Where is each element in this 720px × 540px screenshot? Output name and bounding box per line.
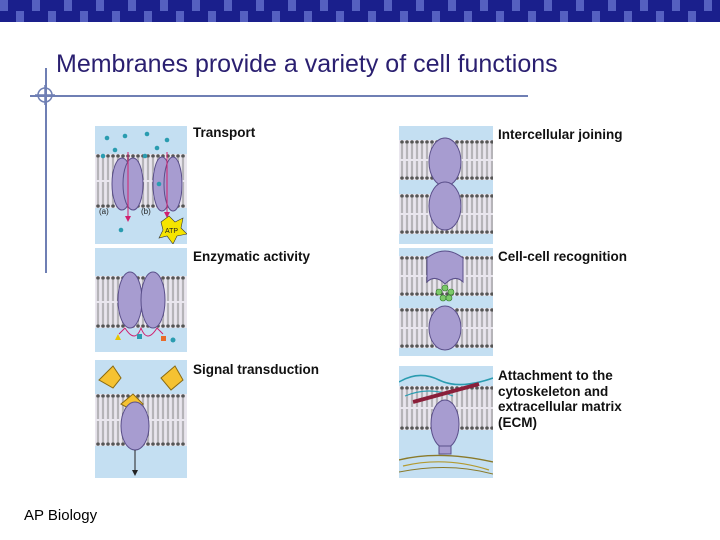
signal-transduction-label: Signal transduction bbox=[193, 362, 320, 377]
title-underline bbox=[30, 95, 528, 97]
intercellular-joining-illustration bbox=[399, 126, 493, 244]
enzymatic-activity-label: Enzymatic activity bbox=[193, 249, 311, 264]
ecm-attachment-label: Attachment to the cytoskeleton and extra… bbox=[498, 368, 622, 430]
atp-badge: ATP bbox=[165, 228, 178, 235]
ecm-label-line-3: extracellular matrix bbox=[498, 399, 622, 414]
enzymatic-activity-illustration bbox=[95, 248, 187, 352]
ecm-attachment-illustration bbox=[399, 366, 493, 478]
top-banner bbox=[0, 0, 720, 22]
transport-sublabel-b: (b) bbox=[141, 207, 151, 216]
ecm-label-line-1: Attachment to the bbox=[498, 368, 613, 383]
signal-transduction-illustration bbox=[95, 360, 187, 478]
crosshair-icon bbox=[35, 85, 55, 105]
footer-course-label: AP Biology bbox=[24, 507, 98, 524]
cell-cell-recognition-illustration bbox=[399, 248, 493, 356]
transport-sublabel-a: (a) bbox=[99, 207, 109, 216]
cell-cell-recognition-label: Cell-cell recognition bbox=[498, 249, 628, 264]
transport-label: Transport bbox=[193, 125, 256, 140]
side-rule bbox=[45, 68, 47, 273]
transport-illustration: (a) (b) ATP bbox=[95, 126, 187, 244]
intercellular-joining-label: Intercellular joining bbox=[498, 127, 623, 142]
ecm-label-line-4: (ECM) bbox=[498, 414, 537, 430]
slide-title: Membranes provide a variety of cell func… bbox=[56, 50, 558, 78]
ecm-label-line-2: cytoskeleton and bbox=[498, 383, 609, 399]
